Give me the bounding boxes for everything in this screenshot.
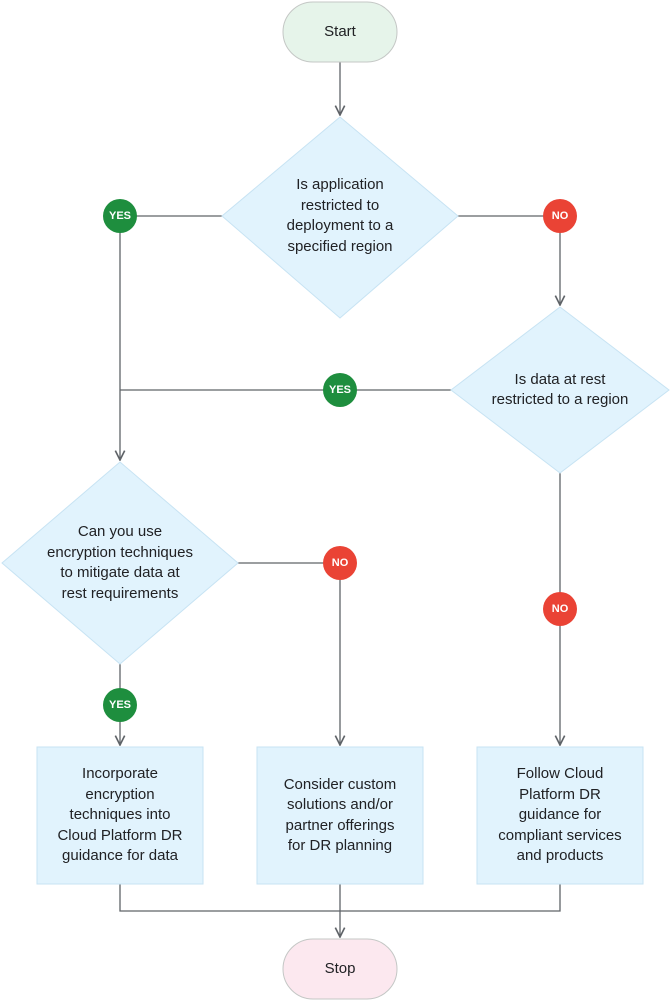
start-text: Start xyxy=(324,22,356,40)
decision-region-shape xyxy=(221,116,459,319)
yes-badge: YES xyxy=(103,688,137,722)
decision-data-line: Is data at rest xyxy=(514,370,606,388)
edge-encryption-no xyxy=(238,562,340,745)
start-terminal xyxy=(282,1,398,63)
box-encryption-line: encryption xyxy=(85,785,155,803)
decision-encryption-line: encryption techniques xyxy=(47,543,193,561)
box-follow-line: Follow Cloud xyxy=(516,765,604,783)
yes-badge: YES xyxy=(323,373,357,407)
box-encryption-label: Incorporate encryption techniques into C… xyxy=(37,747,203,884)
decision-data-label: Is data at rest restricted to a region xyxy=(460,360,660,420)
edge-region-yes xyxy=(120,215,222,460)
decision-encryption-line: Can you use xyxy=(77,523,163,540)
decision-data-shape xyxy=(450,306,670,474)
box-follow-line: guidance for xyxy=(518,806,602,824)
box-custom-line: partner offerings xyxy=(285,816,395,834)
box-encryption-line: techniques into xyxy=(69,806,171,824)
box-encryption-shape xyxy=(36,746,204,885)
box-custom-label: Consider custom solutions and/or partner… xyxy=(257,747,423,884)
decision-region-line: Is application xyxy=(296,176,384,193)
box-custom-line: Consider custom xyxy=(283,775,397,793)
decision-region-line: specified region xyxy=(287,237,393,255)
decision-data-line: restricted to a region xyxy=(491,391,629,408)
decision-region-line: deployment to a xyxy=(286,217,394,234)
decision-encryption-line: rest requirements xyxy=(61,584,179,602)
yes-badge: YES xyxy=(103,199,137,233)
stop-text: Stop xyxy=(324,959,356,977)
decision-encryption-label: Can you use encryption techniques to mit… xyxy=(20,503,220,623)
decision-encryption-line: to mitigate data at xyxy=(60,564,180,581)
box-follow-line: compliant services xyxy=(498,826,622,844)
box-follow-line: and products xyxy=(516,847,604,865)
no-badge: NO xyxy=(323,546,357,580)
box-encryption-line: Incorporate xyxy=(82,765,158,783)
no-badge: NO xyxy=(543,592,577,626)
decision-region-line: restricted to xyxy=(300,196,380,214)
box-encryption-line: guidance for data xyxy=(62,847,178,865)
box-encryption-line: Cloud Platform DR xyxy=(57,826,183,844)
start-label: Start xyxy=(283,2,397,62)
box-follow-shape xyxy=(476,746,644,885)
no-badge: NO xyxy=(543,199,577,233)
box-custom-line: solutions and/or xyxy=(287,796,393,813)
box-follow-line: Platform DR xyxy=(519,785,601,803)
box-custom-shape xyxy=(256,746,424,885)
box-custom-line: for DR planning xyxy=(287,837,393,854)
edge-region-no xyxy=(458,215,560,305)
box-follow-label: Follow Cloud Platform DR guidance for co… xyxy=(477,747,643,884)
stop-label: Stop xyxy=(283,939,397,999)
decision-region-label: Is application restricted to deployment … xyxy=(240,156,440,276)
decision-encryption-shape xyxy=(1,461,239,665)
stop-terminal xyxy=(282,938,398,1000)
